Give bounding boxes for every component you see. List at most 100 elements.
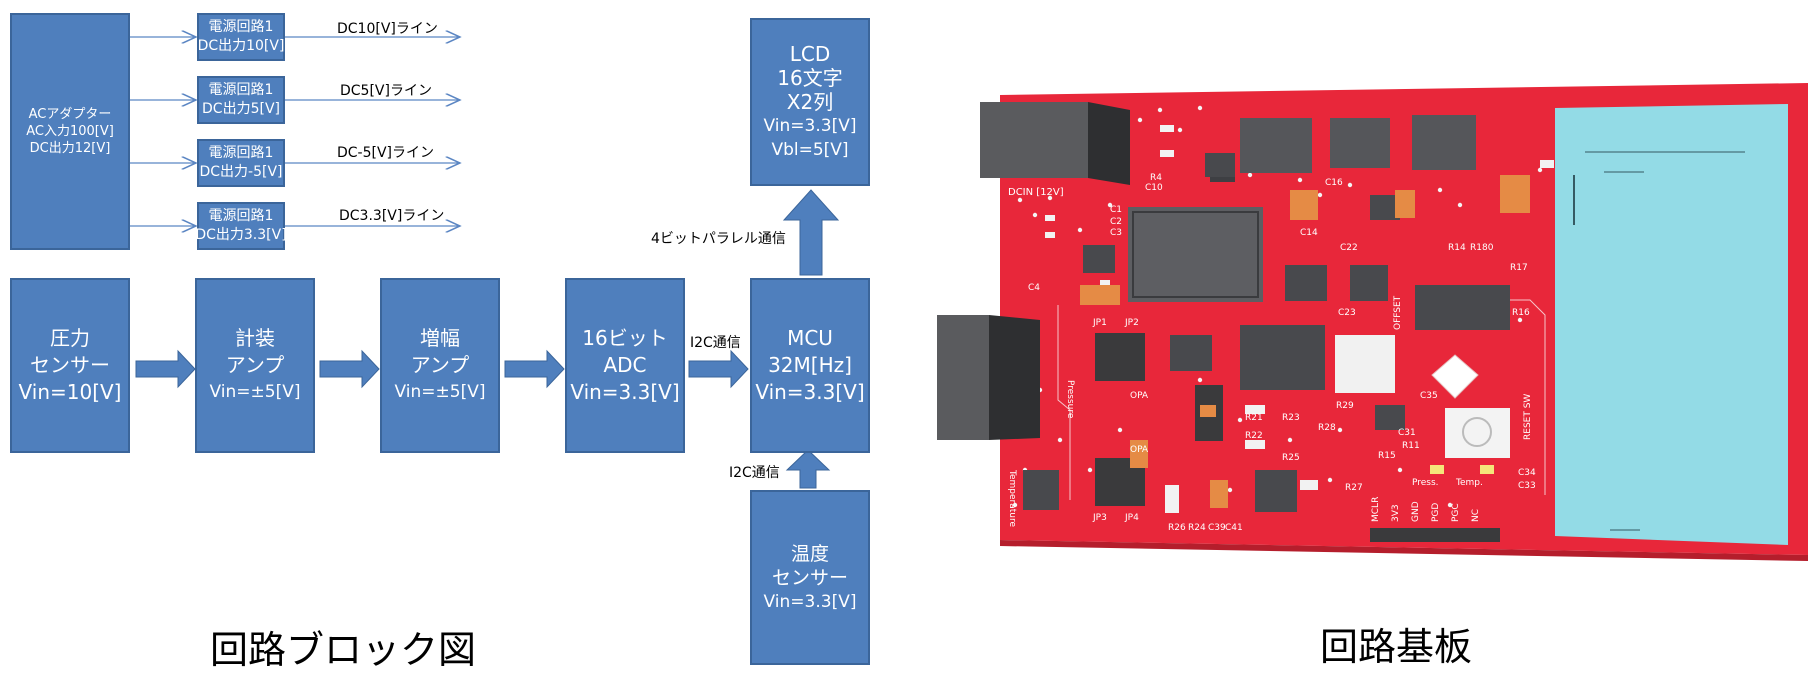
part-c34-silk: C34 bbox=[1518, 468, 1536, 478]
part-c31-silk: C31 bbox=[1398, 428, 1416, 438]
mcu-line-3: Vin=3.3[V] bbox=[755, 380, 865, 404]
dc5-line-label: DC5[V]ライン bbox=[340, 83, 432, 99]
part-c14-silk: C14 bbox=[1300, 228, 1318, 238]
reset-switch bbox=[1445, 408, 1510, 458]
part-r180-silk: R180 bbox=[1470, 243, 1494, 253]
part-r28-silk: R28 bbox=[1318, 423, 1336, 433]
arrow-adc-to-mcu bbox=[688, 349, 749, 389]
power-circuit-5v-output: DC出力5[V] bbox=[202, 101, 280, 117]
parallel-comm-label: 4ビットパラレル通信 bbox=[651, 231, 786, 247]
offset-silk: OFFSET bbox=[1393, 295, 1403, 330]
lcd-line-2: 16文字 bbox=[777, 66, 843, 90]
temp-silk: Temp. bbox=[1455, 478, 1483, 488]
temp-sensor-line-2: センサー bbox=[771, 566, 848, 589]
program-header bbox=[1370, 528, 1500, 542]
inductor-1 bbox=[1240, 118, 1312, 173]
part-r21-silk: R21 bbox=[1245, 413, 1263, 423]
board-caption: 回路基板 bbox=[1320, 625, 1473, 669]
electrolytic-capacitor bbox=[1128, 207, 1263, 302]
instrumentation-amp-block: 計装 アンプ Vin=±5[V] bbox=[195, 278, 315, 453]
lcd-line-4: Vin=3.3[V] bbox=[763, 116, 857, 136]
pin-gnd-silk: GND bbox=[1411, 501, 1421, 522]
power-circuit-5v: 電源回路1 DC出力5[V] bbox=[197, 76, 285, 124]
part-c16-silk: C16 bbox=[1325, 178, 1343, 188]
part-r16-silk: R16 bbox=[1512, 308, 1530, 318]
part-c33-silk: C33 bbox=[1518, 481, 1536, 491]
power-circuit-10v: 電源回路1 DC出力10[V] bbox=[197, 13, 285, 61]
instrumentation-amp-line-3: Vin=±5[V] bbox=[209, 382, 301, 402]
offset-potentiometer bbox=[1335, 335, 1395, 393]
power-circuit-minus5v: 電源回路1 DC出力-5[V] bbox=[197, 139, 285, 187]
part-c41-silk: C41 bbox=[1225, 523, 1243, 533]
ac-adapter-block: ACアダプター AC入力100[V] DC出力12[V] bbox=[10, 13, 130, 250]
ic-reg-1 bbox=[1285, 265, 1327, 301]
mcu-line-2: 32M[Hz] bbox=[768, 353, 852, 377]
mcu-line-1: MCU bbox=[787, 326, 833, 350]
arrow-sensor-to-inamp bbox=[135, 349, 196, 389]
arrow-inamp-to-amp bbox=[319, 349, 380, 389]
instrumentation-amp-line-2: アンプ bbox=[225, 353, 285, 377]
power-circuit-5v-title: 電源回路1 bbox=[208, 82, 274, 98]
amplifier-line-2: アンプ bbox=[410, 353, 470, 377]
temp-sensor-line-1: 温度 bbox=[790, 542, 829, 565]
lcd-panel bbox=[1555, 104, 1788, 545]
part-r4-silk: R4 bbox=[1150, 173, 1162, 183]
press-silk: Press. bbox=[1412, 478, 1439, 488]
part-r26-silk: R26 bbox=[1168, 523, 1186, 533]
part-c35-silk: C35 bbox=[1420, 391, 1438, 401]
part-r22-silk: R22 bbox=[1245, 431, 1263, 441]
jp2-silk: JP2 bbox=[1124, 318, 1139, 328]
inductor-3 bbox=[1412, 115, 1476, 170]
amplifier-block: 増幅 アンプ Vin=±5[V] bbox=[380, 278, 500, 453]
part-r27-silk: R27 bbox=[1345, 483, 1363, 493]
part-c23-silk: C23 bbox=[1338, 308, 1356, 318]
jp4-silk: JP4 bbox=[1124, 513, 1139, 523]
pressure-sensor-line-2: センサー bbox=[30, 353, 110, 377]
dcin-silk: DCIN [12V] bbox=[1008, 187, 1064, 198]
reset-silk: RESET SW bbox=[1523, 394, 1533, 440]
temperature-silk: Temperature bbox=[1007, 469, 1017, 527]
part-c22-silk: C22 bbox=[1340, 243, 1358, 253]
part-r23-silk: R23 bbox=[1282, 413, 1300, 423]
ac-adapter-line-3: DC出力12[V] bbox=[29, 141, 111, 156]
jp3-silk: JP3 bbox=[1092, 513, 1107, 523]
block-diagram-caption: 回路ブロック図 bbox=[210, 628, 477, 672]
pin-3v3-silk: 3V3 bbox=[1391, 504, 1401, 522]
part-r29-silk: R29 bbox=[1336, 401, 1354, 411]
i2c-adc-mcu-label: I2C通信 bbox=[690, 335, 741, 351]
pressure-silk: Pressure bbox=[1065, 380, 1075, 419]
part-c10-silk: C10 bbox=[1145, 183, 1163, 193]
dc10-line-label: DC10[V]ライン bbox=[337, 21, 438, 37]
opa1-silk: OPA bbox=[1130, 391, 1149, 401]
part-r17-silk: R17 bbox=[1510, 263, 1528, 273]
ic-opamp bbox=[1255, 470, 1297, 512]
part-c4-silk: C4 bbox=[1028, 283, 1040, 293]
part-c1-silk: C1 bbox=[1110, 205, 1122, 215]
pressure-sensor-line-1: 圧力 bbox=[50, 326, 90, 350]
part-c39-silk: C39 bbox=[1208, 523, 1226, 533]
adc-line-1: 16ビット bbox=[582, 326, 668, 350]
part-r15-silk: R15 bbox=[1378, 451, 1396, 461]
jp1-silk: JP1 bbox=[1092, 318, 1107, 328]
ac-adapter-line-2: AC入力100[V] bbox=[26, 124, 114, 139]
arrow-temp-to-mcu bbox=[785, 449, 831, 489]
pressure-sensor-block: 圧力 センサー Vin=10[V] bbox=[10, 278, 130, 453]
pin-pgd-silk: PGD bbox=[1431, 503, 1441, 522]
temperature-sensor-block: 温度 センサー Vin=3.3[V] bbox=[750, 490, 870, 665]
arrow-amp-to-adc bbox=[504, 349, 565, 389]
temp-sensor-line-3: Vin=3.3[V] bbox=[763, 591, 857, 612]
pressure-sensor-line-3: Vin=10[V] bbox=[18, 380, 122, 404]
pin-pgc-silk: PGC bbox=[1451, 503, 1461, 522]
pin-nc-silk: NC bbox=[1471, 509, 1481, 522]
inductor-2 bbox=[1330, 118, 1390, 168]
part-r25-silk: R25 bbox=[1282, 453, 1300, 463]
lcd-block: LCD 16文字 X2列 Vin=3.3[V] Vbl=5[V] bbox=[750, 18, 870, 186]
power-circuit-10v-title: 電源回路1 bbox=[208, 19, 274, 35]
ac-adapter-line-1: ACアダプター bbox=[28, 107, 112, 122]
power-circuit-10v-output: DC出力10[V] bbox=[197, 38, 285, 54]
power-circuit-minus5v-output: DC出力-5[V] bbox=[199, 164, 283, 180]
dc33-line-label: DC3.3[V]ライン bbox=[339, 208, 445, 224]
part-c2-silk: C2 bbox=[1110, 217, 1122, 227]
power-circuit-3v3-title: 電源回路1 bbox=[208, 208, 274, 224]
